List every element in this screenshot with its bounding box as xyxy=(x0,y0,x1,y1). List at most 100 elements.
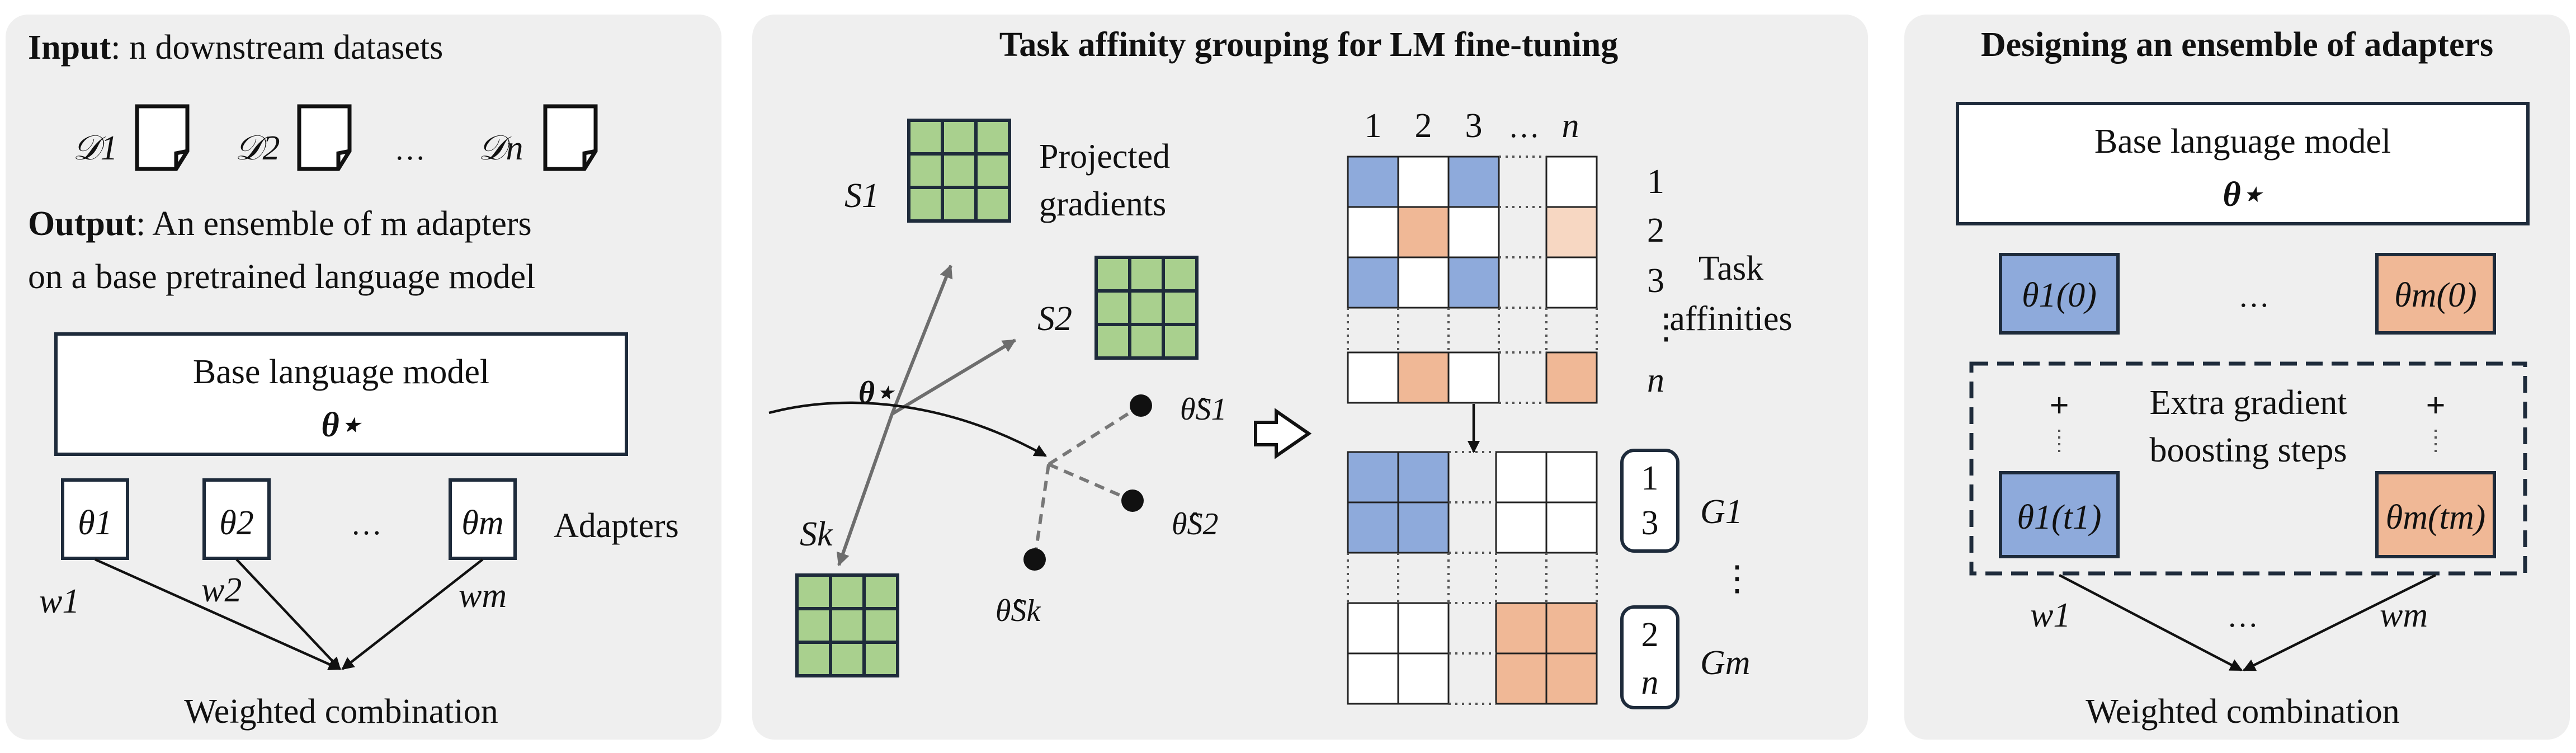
estimate-label-k: θ̂Sk xyxy=(996,594,1041,628)
matrix-row-header-1: 1 xyxy=(1647,163,1664,201)
dataset-ellipsis: … xyxy=(394,132,426,167)
gradient-grid-s1 xyxy=(907,119,1011,223)
gradient-grid-s2 xyxy=(1094,256,1199,360)
group-1-members-box xyxy=(1620,449,1679,553)
branch-dash-k xyxy=(1033,464,1050,560)
group-m-label: Gm xyxy=(1700,644,1751,682)
right-base-model-title: Base language model xyxy=(2094,123,2391,161)
matrix-row-header-n: n xyxy=(1647,361,1664,399)
final-adapter-box-1 xyxy=(1999,471,2120,558)
projection-arrow-s2 xyxy=(891,338,1017,416)
dataset-row: 𝒟1 𝒟2 … 𝒟n xyxy=(73,106,596,169)
projected-gradients-line1: Projected xyxy=(1039,138,1170,176)
group-1-label: G1 xyxy=(1700,493,1743,531)
estimate-label-2: θ̂S2 xyxy=(1172,507,1219,542)
task-affinities-line1: Task xyxy=(1699,250,1763,288)
plus-icon-left: + xyxy=(2049,387,2069,425)
adapter-box-2 xyxy=(202,478,271,560)
theta-star-mid: θ⋆ xyxy=(858,375,895,410)
final-adapter-label-1: θ1(t1) xyxy=(2017,498,2102,536)
right-weight-w1: w1 xyxy=(2030,596,2070,634)
plus-icon-right: + xyxy=(2426,387,2445,425)
output-line-2: on a base pretrained language model xyxy=(28,258,535,296)
group-m-member-a: 2 xyxy=(1641,616,1659,654)
trajectory-arrow xyxy=(768,401,1047,457)
dataset-label-n: 𝒟n xyxy=(478,129,523,167)
hollow-arrow-icon xyxy=(1254,408,1312,459)
matrix-col-header-3: 3 xyxy=(1465,107,1483,145)
right-base-model-param: θ⋆ xyxy=(2223,176,2264,214)
final-adapter-label-m: θm(tm) xyxy=(2386,498,2486,536)
matrix-row-header-3: 3 xyxy=(1647,262,1664,300)
estimate-label-1: θ̂S1 xyxy=(1180,392,1227,427)
gradient-grid-sk xyxy=(795,573,899,677)
base-model-box xyxy=(54,332,628,456)
weight-arrow-2 xyxy=(235,558,341,670)
right-weight-ellipsis: … xyxy=(2227,599,2258,634)
adapter-box-1 xyxy=(61,478,129,560)
weight-wm: wm xyxy=(459,577,507,615)
group-ellipsis: ⋮ xyxy=(1720,560,1754,598)
weighted-combination-left: Weighted combination xyxy=(184,693,498,731)
matrix-col-header-ellipsis: … xyxy=(1508,110,1540,144)
group-m-member-b: n xyxy=(1641,663,1659,702)
group-1-member-a: 1 xyxy=(1641,459,1659,497)
group-m-blocks xyxy=(1347,602,1598,705)
adapter-label-m: θm xyxy=(461,504,503,542)
dataset-label-2: 𝒟2 xyxy=(235,129,280,167)
document-icon xyxy=(299,106,350,169)
right-weight-arrow-1 xyxy=(2058,574,2243,671)
estimate-point-1 xyxy=(1130,394,1152,417)
affinity-matrix xyxy=(1347,156,1598,404)
adapter-ellipsis: … xyxy=(351,507,382,542)
branch-dash-1 xyxy=(1048,404,1142,466)
matrix-col-header-1: 1 xyxy=(1365,107,1382,145)
subset-label-s2: S2 xyxy=(1037,300,1072,338)
projection-arrow-s1 xyxy=(890,264,953,415)
init-adapter-label-m: θm(0) xyxy=(2394,276,2477,314)
boosting-line1: Extra gradient xyxy=(2150,384,2347,422)
middle-title: Task affinity grouping for LM fine-tunin… xyxy=(999,26,1618,64)
right-base-model-box xyxy=(1956,102,2530,225)
subset-label-sk: Sk xyxy=(800,515,833,553)
right-weight-wm: wm xyxy=(2380,596,2428,634)
base-model-title: Base language model xyxy=(193,353,489,391)
base-model-param: θ⋆ xyxy=(322,406,362,444)
weight-w2: w2 xyxy=(201,571,242,609)
adapter-label-2: θ2 xyxy=(219,504,253,542)
weight-w1: w1 xyxy=(39,582,79,620)
init-adapter-box-m xyxy=(2375,253,2496,335)
weighted-combination-right: Weighted combination xyxy=(2086,693,2399,731)
projection-arrow-sk xyxy=(836,413,894,567)
weight-arrow-m xyxy=(341,558,484,670)
matrix-row-header-ellipsis: ⋮ xyxy=(1649,308,1683,346)
matrix-col-header-n: n xyxy=(1562,107,1579,145)
init-adapter-label-1: θ1(0) xyxy=(2022,276,2097,314)
boosting-dashed-box xyxy=(1969,361,2527,576)
estimate-point-2 xyxy=(1121,490,1144,512)
init-adapter-ellipsis: … xyxy=(2238,279,2270,314)
init-adapter-box-1 xyxy=(1999,253,2120,335)
group-m-members-box xyxy=(1620,605,1679,709)
dataset-label-1: 𝒟1 xyxy=(73,129,117,167)
adapters-caption: Adapters xyxy=(554,507,679,545)
subset-label-s1: S1 xyxy=(844,177,879,215)
output-heading: Output: An ensemble of m adapters xyxy=(28,205,532,243)
branch-dash-2 xyxy=(1048,463,1134,502)
right-weight-arrow-m xyxy=(2242,573,2436,672)
adapter-label-1: θ1 xyxy=(78,504,112,542)
group-1-member-b: 3 xyxy=(1641,504,1659,542)
document-icon xyxy=(137,106,187,169)
group-separator-dots xyxy=(1347,553,1598,603)
weight-arrow-1 xyxy=(95,558,342,671)
matrix-col-header-2: 2 xyxy=(1415,107,1432,145)
final-adapter-box-m xyxy=(2375,471,2496,558)
group-1-blocks xyxy=(1347,451,1598,554)
right-title: Designing an ensemble of adapters xyxy=(1981,26,2493,64)
matrix-row-header-2: 2 xyxy=(1647,211,1664,250)
adapter-box-m xyxy=(449,478,517,560)
task-affinities-line2: affinities xyxy=(1669,300,1792,338)
projected-gradients-line2: gradients xyxy=(1039,185,1166,223)
estimate-point-k xyxy=(1023,548,1046,571)
